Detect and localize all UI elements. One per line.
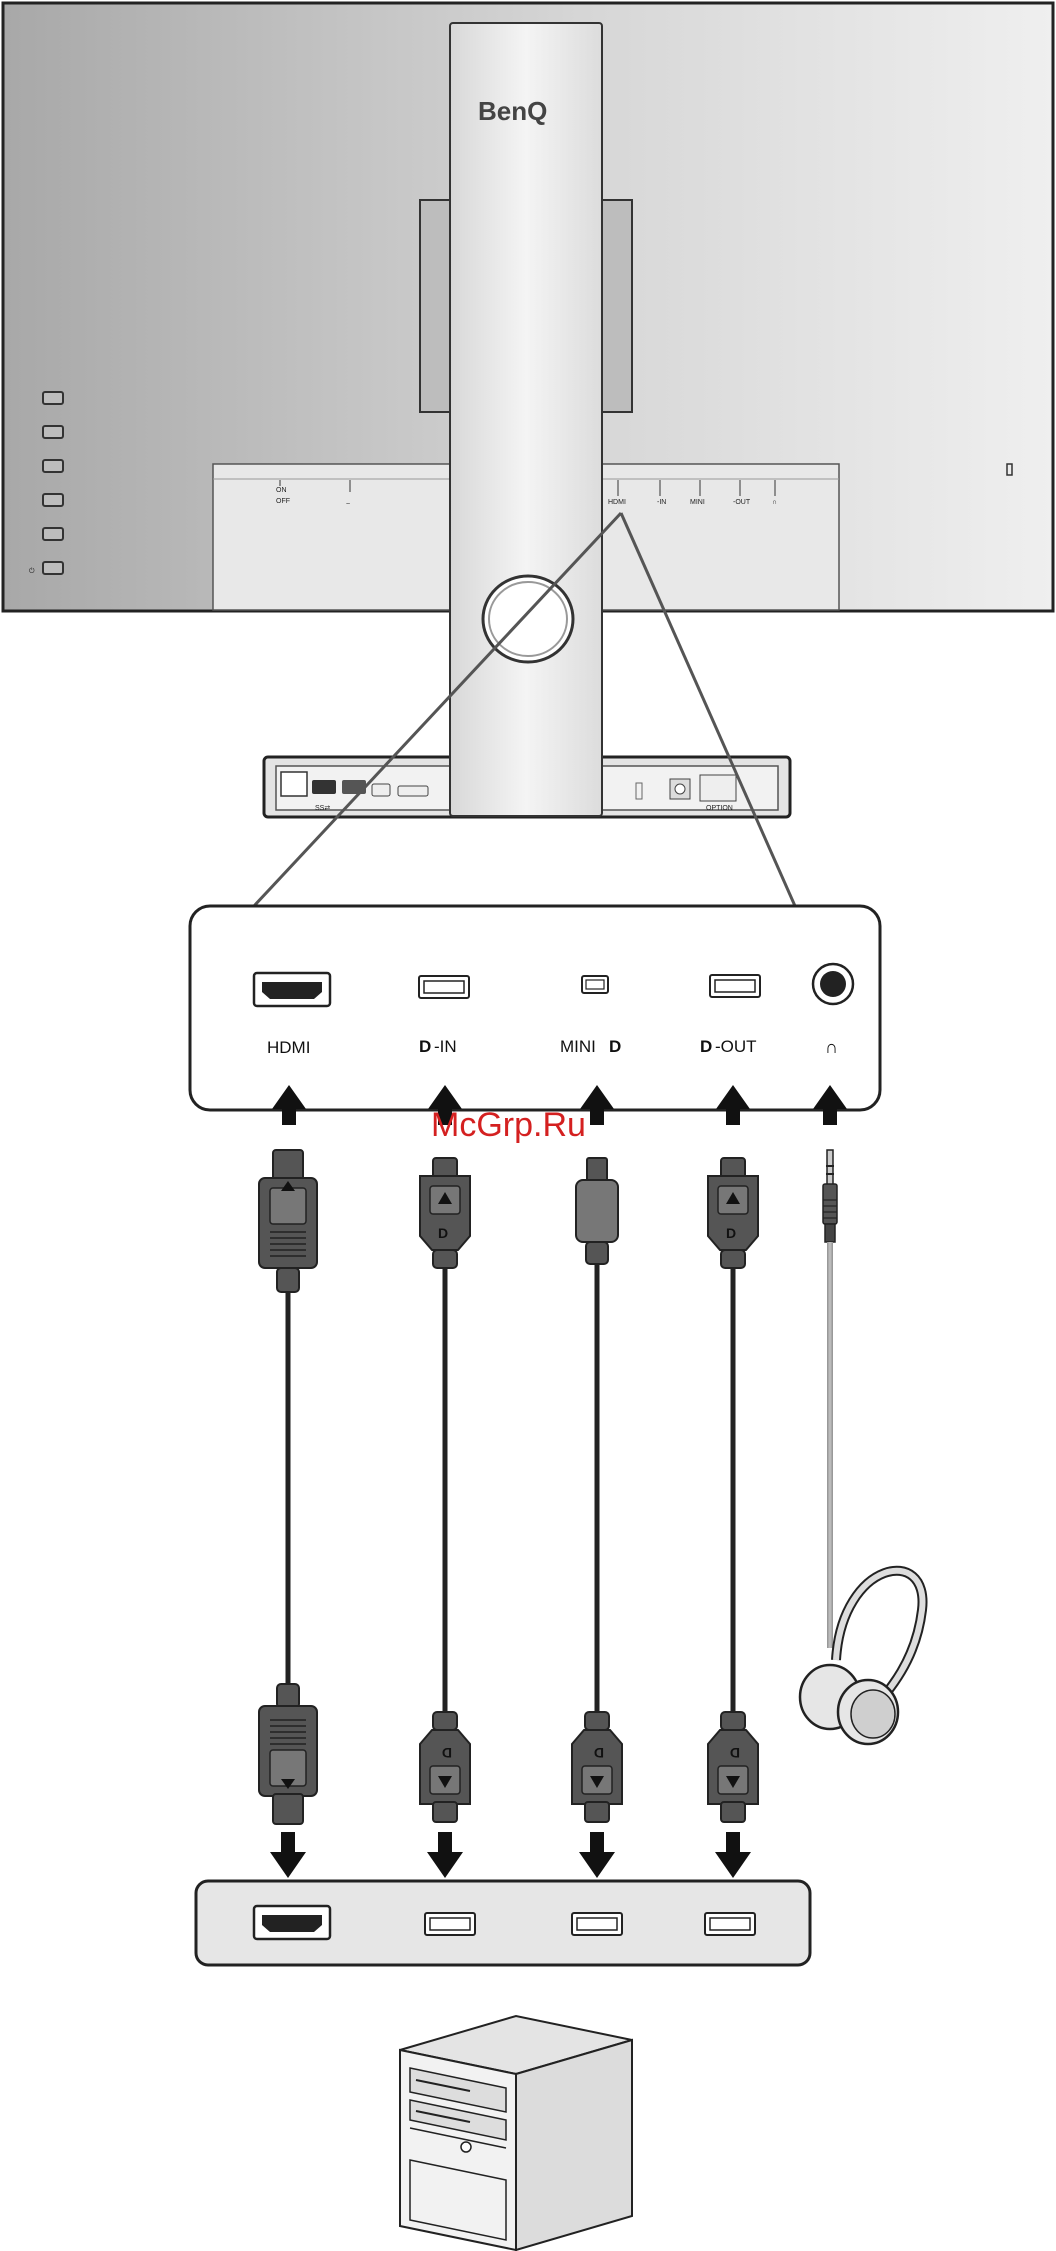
headphone-cable — [823, 1150, 837, 1648]
cable-management-hole — [483, 576, 573, 662]
pc-dp-port-2-icon — [572, 1913, 622, 1935]
svg-text:D: D — [726, 1225, 736, 1241]
dp-in-port-icon — [419, 976, 469, 998]
svg-text:D: D — [730, 1745, 740, 1761]
svg-text:D: D — [438, 1225, 448, 1241]
rear-dp-out-label: -OUT — [733, 499, 751, 506]
port-panel-callout: HDMI D -IN MINI D D -OUT ∩ — [190, 906, 880, 1110]
pc-dp-port-icon — [425, 1913, 475, 1935]
mini-dp-port-label: MINI — [560, 1037, 596, 1056]
ac-in-label: ~ — [346, 501, 350, 508]
option-label: OPTION — [706, 805, 733, 812]
dp-out-port-label: -OUT — [715, 1037, 757, 1056]
headphones-icon — [800, 1571, 923, 1744]
rear-mini-dp-label: MINI — [690, 499, 705, 506]
computer-port-panel — [196, 1881, 810, 1965]
pc-hdmi-port-icon — [254, 1906, 330, 1939]
dp-cable: D D — [420, 1158, 470, 1822]
rear-headphone-label: ∩ — [772, 499, 777, 506]
mini-dp-cable: D — [572, 1158, 622, 1822]
computer-tower-icon — [400, 2016, 632, 2250]
dp-in-logo-icon: D — [419, 1037, 431, 1056]
dp-out-logo-icon: D — [700, 1037, 712, 1056]
svg-text:D: D — [442, 1745, 452, 1761]
hdmi-port-label: HDMI — [267, 1038, 310, 1057]
plug-in-arrows-down — [270, 1832, 751, 1878]
mini-dp-port-icon — [582, 976, 608, 993]
pc-dp-port-3-icon — [705, 1913, 755, 1935]
usb-label: SS⇄ — [315, 805, 330, 812]
headphone-port-label: ∩ — [825, 1037, 838, 1057]
hdmi-cable — [259, 1150, 317, 1824]
svg-text:D: D — [594, 1745, 604, 1761]
dp-out-port-icon — [710, 975, 760, 997]
rear-dp-in-label: -IN — [657, 499, 666, 506]
hdmi-port-icon — [254, 973, 330, 1006]
lan-port-icon — [281, 772, 307, 796]
brand-logo: BenQ — [478, 96, 547, 126]
power-switch-off-label: OFF — [276, 498, 290, 505]
rear-hdmi-label: HDMI — [608, 499, 626, 506]
power-switch-on-label: ON — [276, 487, 287, 494]
dp-out-cable: D D — [708, 1158, 758, 1822]
mini-dp-logo-icon: D — [609, 1037, 621, 1056]
watermark-text: McGrp.Ru — [431, 1106, 586, 1144]
power-icon: ⏻ — [29, 567, 35, 575]
stand-neck: BenQ — [450, 23, 602, 816]
dp-in-port-label: -IN — [434, 1037, 457, 1056]
headphone-jack-icon — [813, 964, 853, 1004]
